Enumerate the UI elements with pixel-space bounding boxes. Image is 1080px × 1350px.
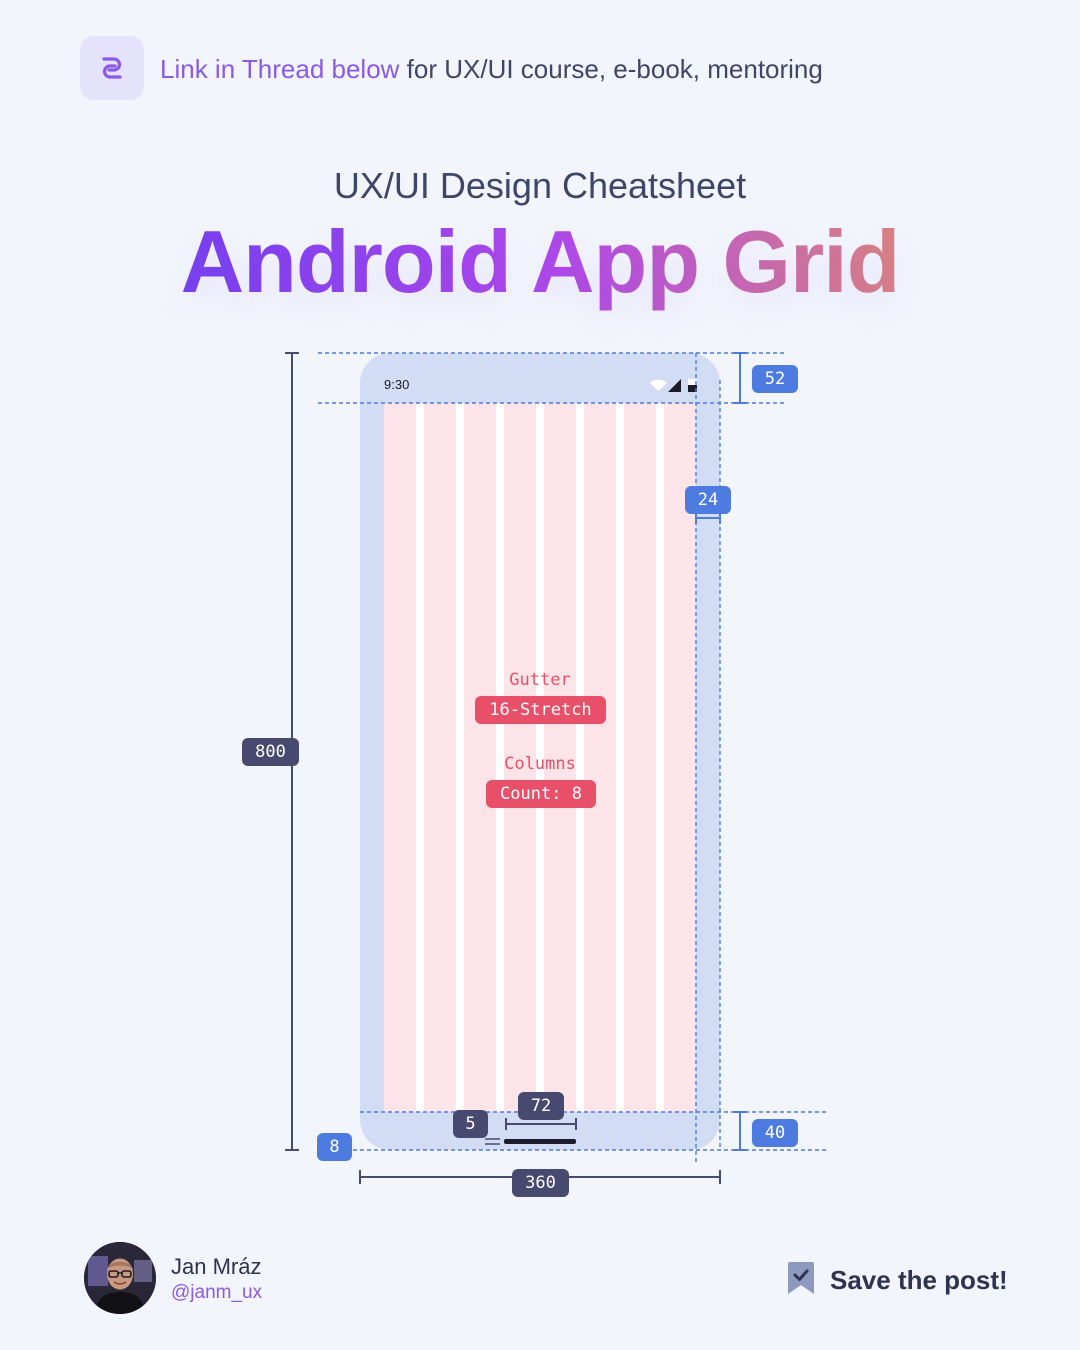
columns-value-badge: Count: 8: [486, 780, 596, 808]
author-handle[interactable]: @janm_ux: [171, 1282, 263, 1303]
avatar: [84, 1242, 156, 1314]
right-margin-area: [696, 403, 720, 1112]
signal-icon: [668, 379, 681, 392]
columns-label: Columns: [504, 754, 576, 774]
bottom-inset-badge: 8: [317, 1133, 352, 1161]
side-margin-badge: 24: [685, 486, 731, 514]
grid-column: [664, 403, 696, 1112]
gutter-label: Gutter: [509, 670, 571, 690]
grid-columns: [384, 403, 696, 1112]
grid-column: [584, 403, 616, 1112]
page-subtitle: UX/UI Design Cheatsheet: [333, 165, 747, 206]
nav-handle: [504, 1139, 576, 1144]
wifi-icon: [650, 379, 667, 391]
height-badge: 800: [242, 738, 299, 766]
link-rest-text: for UX/UI course, e-book, mentoring: [399, 54, 823, 84]
nav-handle-width-bracket: [505, 1118, 577, 1130]
battery-icon: [688, 379, 697, 392]
save-post-label[interactable]: Save the post!: [830, 1265, 1008, 1295]
status-bar-height-badge: 52: [752, 365, 798, 393]
status-bar-area: [360, 353, 720, 403]
grid-column: [384, 403, 416, 1112]
nav-bar-bracket: [733, 1111, 747, 1151]
left-margin-area: [360, 403, 384, 1112]
gutter-value-badge: 16-Stretch: [475, 696, 606, 724]
link-icon: [102, 57, 122, 79]
nav-bar-height-badge: 40: [752, 1119, 798, 1147]
grid-column: [624, 403, 656, 1112]
grid-column: [544, 403, 576, 1112]
link-in-thread-text[interactable]: Link in Thread below for UX/UI course, e…: [160, 52, 823, 86]
nav-handle-width-badge: 72: [518, 1092, 564, 1120]
grid-column: [464, 403, 496, 1112]
grid-column: [504, 403, 536, 1112]
bookmark-check-icon[interactable]: [786, 1261, 816, 1295]
author-name: Jan Mráz: [171, 1254, 262, 1279]
nav-handle-height-marker: [485, 1138, 500, 1145]
margin-bracket: [695, 512, 721, 524]
link-icon-box: [80, 36, 144, 100]
grid-column: [424, 403, 456, 1112]
status-bar-bracket: [733, 352, 747, 404]
page-title: Android App Grid: [0, 212, 1080, 312]
avatar-portrait: [84, 1242, 156, 1314]
width-badge: 360: [512, 1169, 569, 1197]
link-accent-text[interactable]: Link in Thread below: [160, 54, 400, 84]
phone-frame: [360, 353, 720, 1150]
status-time: 9:30: [384, 377, 409, 392]
nav-handle-height-badge: 5: [453, 1110, 488, 1138]
